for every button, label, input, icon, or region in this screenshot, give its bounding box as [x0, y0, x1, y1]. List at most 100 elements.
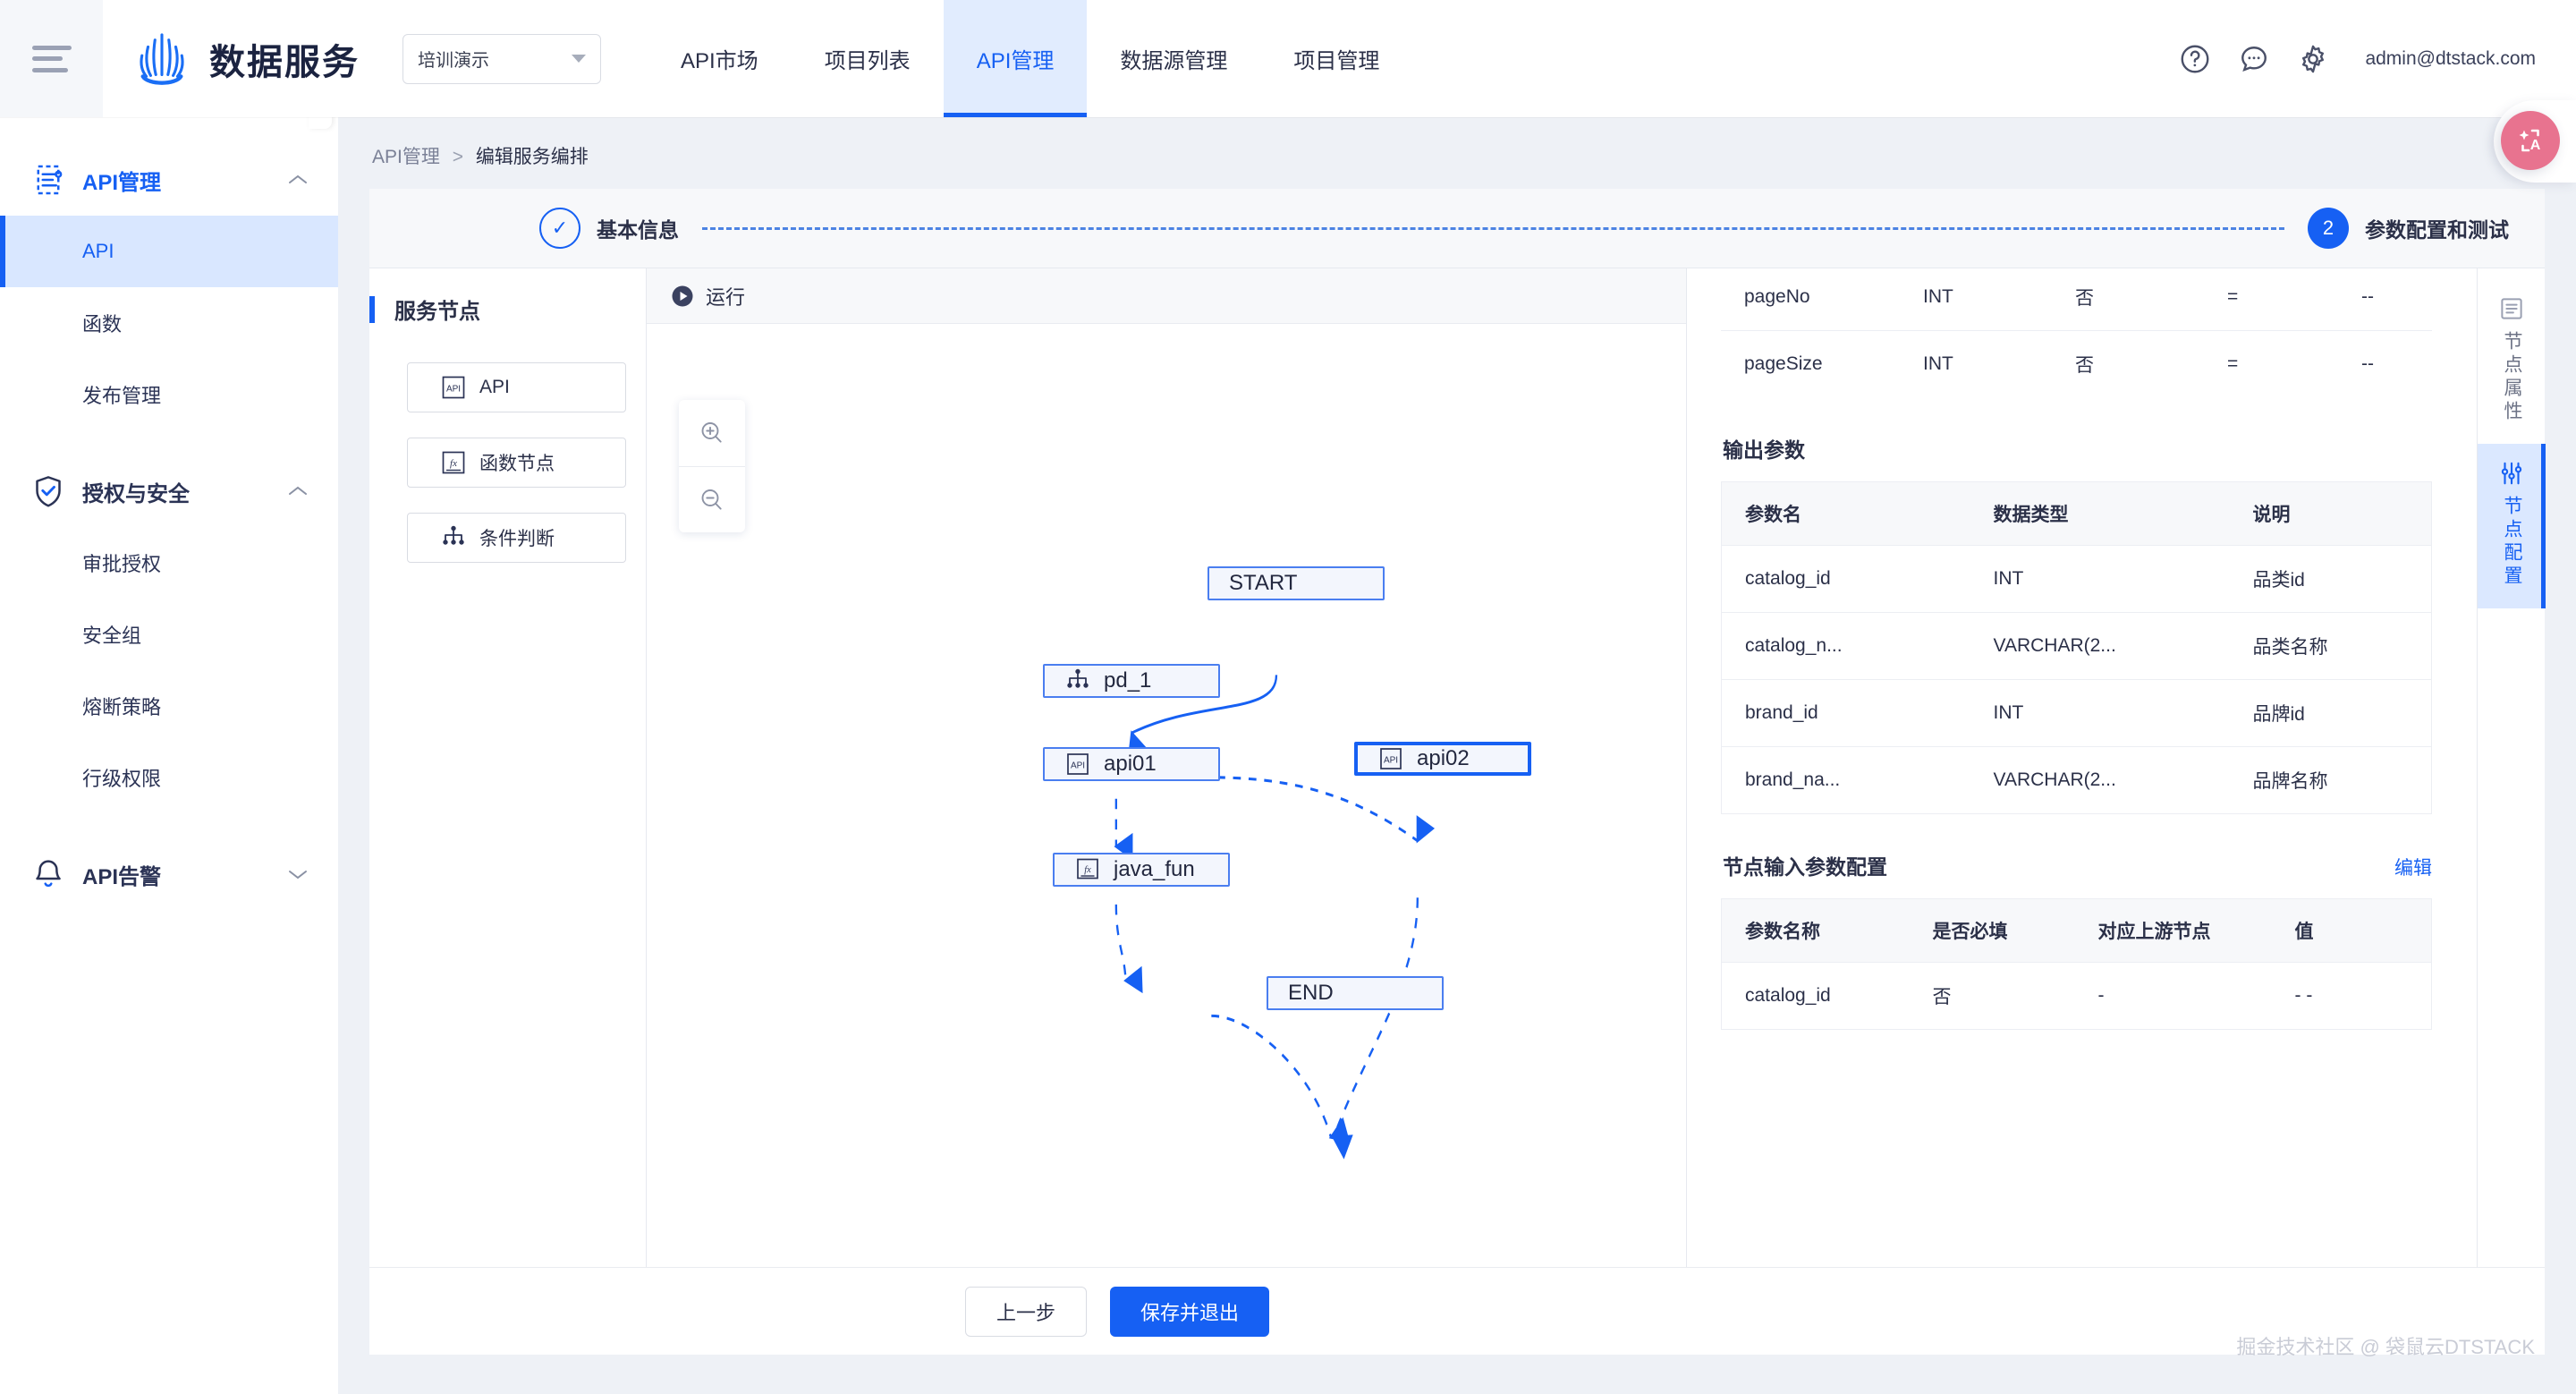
palette-title: 服务节点 [369, 293, 646, 325]
sidebar-item-publish-management[interactable]: 发布管理 [82, 385, 162, 407]
nav-item-api-market[interactable]: API市场 [681, 49, 758, 73]
nav-item-datasource-management[interactable]: 数据源管理 [1120, 49, 1228, 73]
page-bottom: 掘金技术社区 @ 袋鼠云DTSTACK [338, 1336, 2576, 1394]
flow-node-end[interactable]: END [1267, 976, 1444, 1010]
breadcrumb-root[interactable]: API管理 [372, 147, 440, 167]
project-select-value: 培训演示 [418, 51, 489, 71]
step-2-circle: 2 [2308, 208, 2349, 249]
main-panel: ✓ 基本信息 2 参数配置和测试 [369, 189, 2546, 1355]
breadcrumb-separator: > [452, 147, 463, 167]
step-connector [702, 226, 2284, 230]
sidebar-spacer [0, 813, 338, 838]
svg-text:fx: fx [1084, 865, 1091, 875]
output-param-type: VARCHAR(2... [1970, 612, 2230, 680]
node-input-upstream: - [2074, 962, 2272, 1030]
zoom-in-button[interactable] [679, 400, 745, 466]
flow-node-pd_1[interactable]: pd_1 [1043, 664, 1220, 698]
menu-toggle-button[interactable] [0, 0, 103, 117]
properties-panel: pageNo INT 否 = -- pageSize INT [1686, 268, 2477, 1267]
svg-text:A: A [2530, 138, 2541, 153]
step-basic-info[interactable]: ✓ 基本信息 [539, 208, 679, 249]
watermark: 掘金技术社区 @ 袋鼠云DTSTACK [2236, 1336, 2535, 1358]
nav-item-api-management[interactable]: API管理 [943, 0, 1088, 117]
output-param-desc: 品牌名称 [2229, 746, 2432, 814]
table-row[interactable]: pageSize INT 否 = -- [1721, 330, 2432, 397]
palette-item-condition[interactable]: 条件判断 [407, 513, 626, 563]
gear-icon[interactable] [2297, 43, 2329, 75]
flow-node-label: api02 [1417, 746, 1470, 770]
param-type: INT [1900, 268, 2052, 331]
side-tabs: 节点属性 节点配置 [2477, 268, 2546, 1267]
flow-node-label: END [1288, 981, 1334, 1005]
sidebar-item-api[interactable]: API [0, 216, 338, 287]
table-row[interactable]: catalog_id INT 品类id [1721, 545, 2432, 613]
help-icon[interactable] [2179, 43, 2211, 75]
sidebar-group-auth-security[interactable]: 授权与安全 [0, 455, 338, 527]
table-row[interactable]: brand_id INT 品牌id [1721, 679, 2432, 747]
table-row[interactable]: brand_na... VARCHAR(2... 品牌名称 [1721, 746, 2432, 814]
node-input-required: 否 [1909, 962, 2075, 1030]
param-name: pageSize [1721, 330, 1900, 397]
top-bar: 数据服务 培训演示 API市场 项目列表 API管理 数据源管理 项目管理 [0, 0, 2576, 117]
flow-node-api01[interactable]: API api01 [1043, 747, 1220, 781]
tab-node-config[interactable]: 节点配置 [2478, 444, 2546, 608]
function-node-icon: fx [442, 451, 465, 474]
sidebar-item-functions[interactable]: 函数 [82, 313, 123, 336]
param-value: -- [2338, 268, 2432, 331]
svg-text:API: API [446, 385, 461, 395]
sidebar-group-api-management[interactable]: API管理 [0, 144, 338, 216]
breadcrumb: API管理 > 编辑服务编排 [338, 117, 2576, 189]
sidebar-item-security-group[interactable]: 安全组 [82, 625, 142, 647]
node-input-param-name: catalog_id [1721, 962, 1910, 1030]
sidebar-item-row-level-permission[interactable]: 行级权限 [82, 768, 162, 790]
table-row[interactable]: catalog_id 否 - - - [1721, 962, 2432, 1030]
sidebar-group-label: API告警 [82, 864, 162, 889]
output-param-desc: 品类id [2229, 545, 2432, 613]
output-param-desc: 品牌id [2229, 679, 2432, 747]
condition-node-icon [443, 525, 464, 545]
edit-link[interactable]: 编辑 [2394, 858, 2432, 879]
nav-item-project-management[interactable]: 项目管理 [1293, 49, 1380, 73]
palette-item-api[interactable]: API API [407, 362, 626, 412]
sidebar-item-circuit-breaker-policy[interactable]: 熔断策略 [82, 696, 162, 718]
output-params-table: 参数名 数据类型 说明 catalog_id INT 品 [1721, 481, 2432, 814]
translate-fab-button[interactable]: A [2501, 111, 2560, 170]
flow-canvas[interactable]: START pd_1 [647, 324, 1686, 1267]
palette-item-function-node[interactable]: fx 函数节点 [407, 438, 626, 488]
translate-icon: A [2519, 129, 2541, 153]
flow-node-start[interactable]: START [1208, 566, 1385, 600]
output-param-desc: 品类名称 [2229, 612, 2432, 680]
properties-scroll[interactable]: pageNo INT 否 = -- pageSize INT [1687, 268, 2477, 1267]
column-header-param-name: 参数名称 [1721, 898, 1910, 963]
output-param-name: brand_id [1721, 679, 1970, 747]
user-email[interactable]: admin@dtstack.com [2365, 47, 2536, 69]
message-icon[interactable] [2238, 43, 2270, 75]
table-row[interactable]: pageNo INT 否 = -- [1721, 268, 2432, 331]
run-button[interactable]: 运行 [670, 282, 745, 310]
function-node-icon: fx [1077, 858, 1098, 880]
table-row[interactable]: catalog_n... VARCHAR(2... 品类名称 [1721, 612, 2432, 680]
work-area: 服务节点 API API fx [369, 268, 2546, 1267]
api-list-icon [37, 165, 63, 195]
save-and-exit-button[interactable]: 保存并退出 [1110, 1286, 1270, 1337]
panel-footer: 上一步 保存并退出 [369, 1267, 2545, 1355]
flow-node-api02[interactable]: API api02 [1354, 742, 1531, 776]
step-param-config-test[interactable]: 2 参数配置和测试 [2308, 208, 2509, 249]
nav-item-project-list[interactable]: 项目列表 [824, 49, 911, 73]
table-header-row: 参数名 数据类型 说明 [1721, 481, 2432, 546]
tab-node-properties[interactable]: 节点属性 [2478, 279, 2546, 444]
output-param-name: catalog_id [1721, 545, 1970, 613]
sidebar-spacer [0, 430, 338, 455]
project-select[interactable]: 培训演示 [402, 33, 601, 84]
sliders-icon [2501, 462, 2522, 485]
palette-title-text: 服务节点 [394, 300, 480, 324]
node-input-config-title: 节点输入参数配置 [1723, 855, 1887, 879]
play-icon [672, 285, 693, 306]
flow-node-label: pd_1 [1104, 668, 1152, 693]
sidebar-group-api-alert[interactable]: API告警 [0, 838, 338, 910]
flow-node-java_fun[interactable]: fx java_fun [1053, 853, 1230, 887]
zoom-out-button[interactable] [679, 466, 745, 532]
brand: 数据服务 [103, 30, 360, 89]
sidebar-item-approval-authorization[interactable]: 审批授权 [82, 553, 162, 575]
previous-step-button[interactable]: 上一步 [964, 1286, 1087, 1337]
